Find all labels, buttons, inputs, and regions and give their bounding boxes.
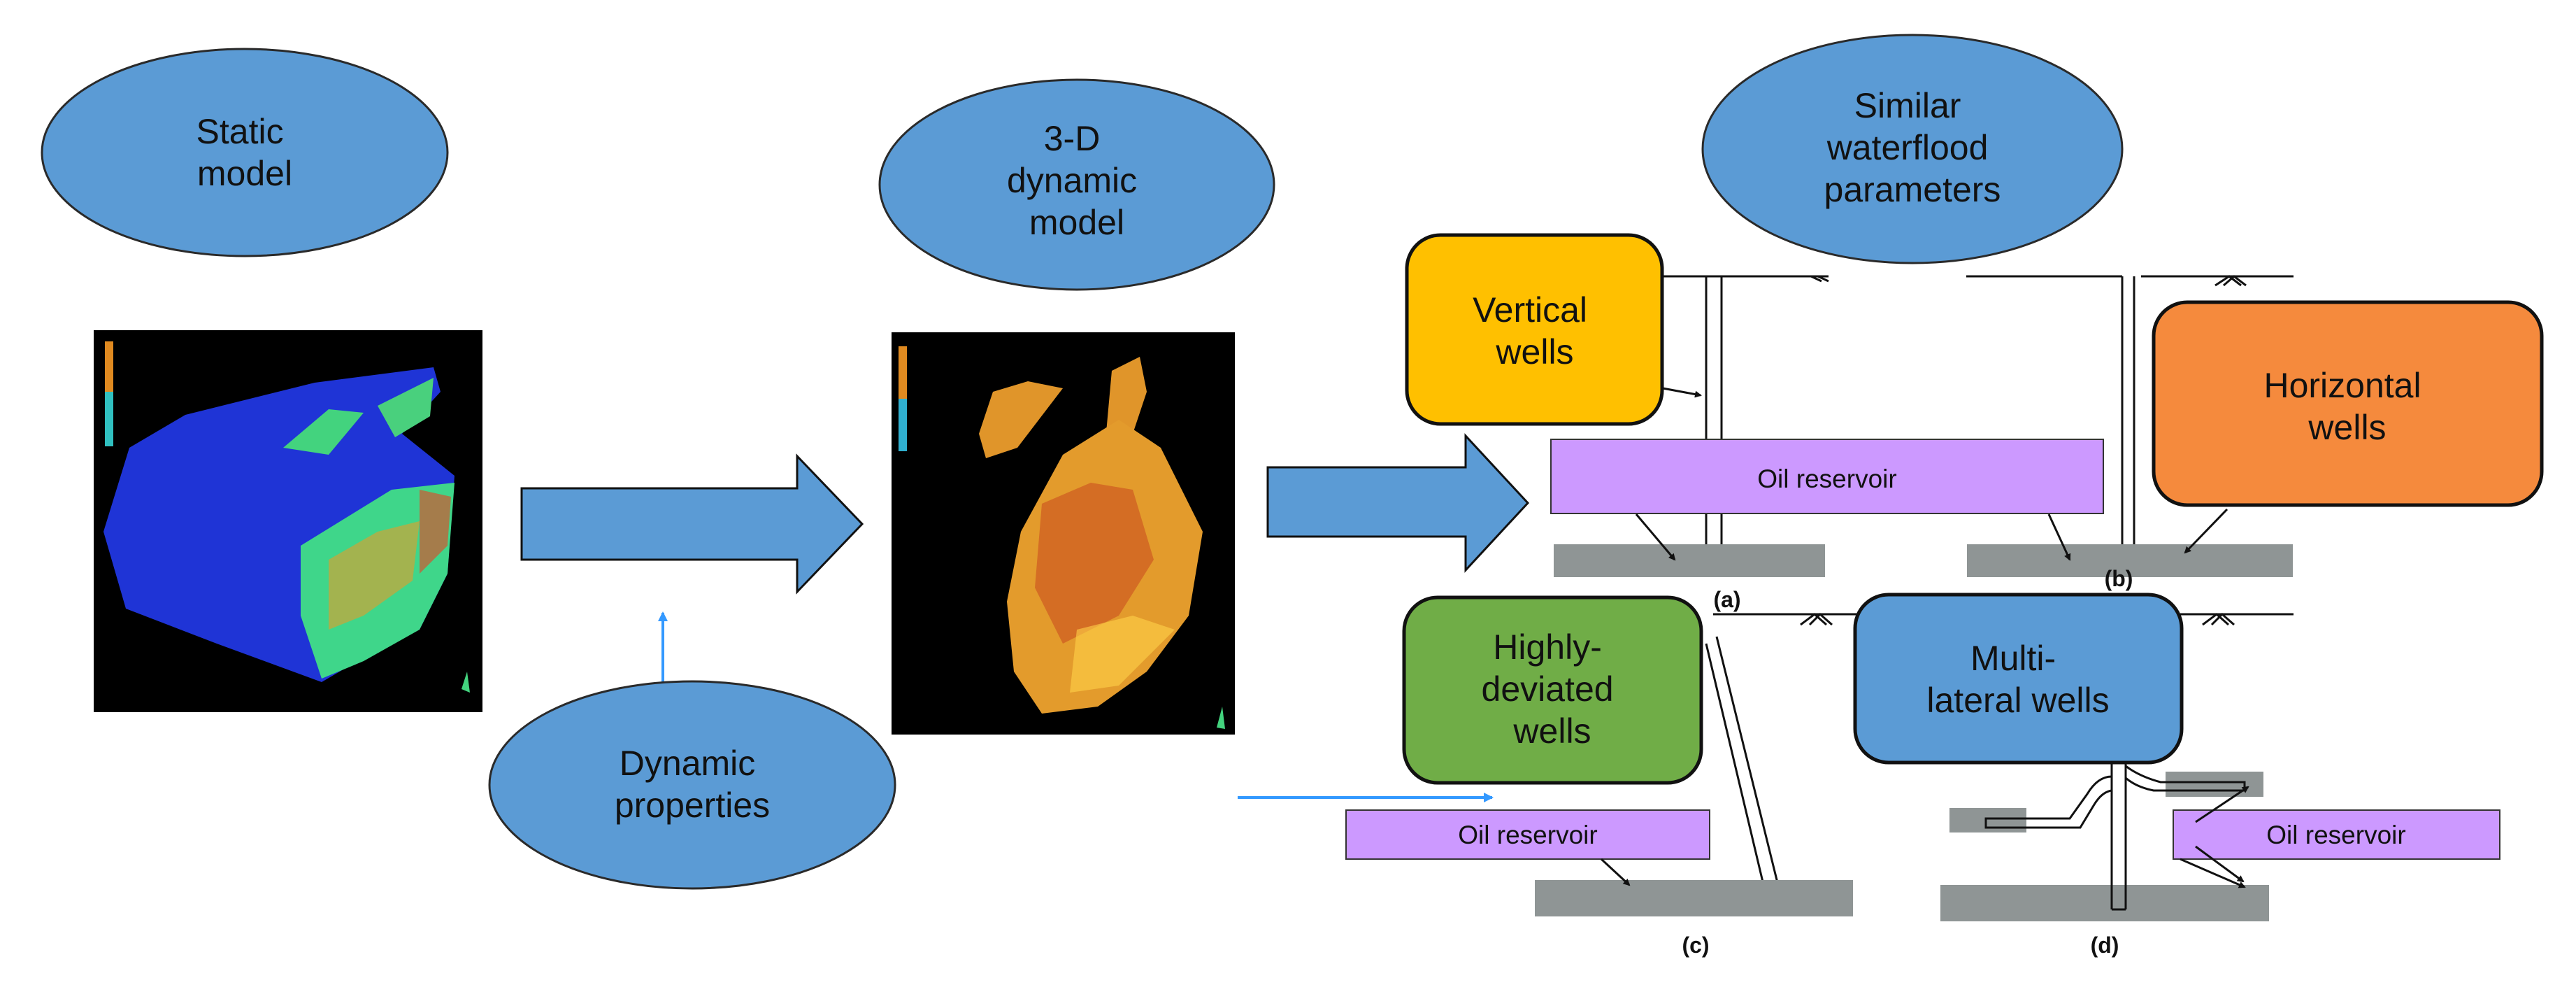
static-model-label: Static model xyxy=(196,112,294,193)
ground-lines-bottom xyxy=(1713,612,2294,626)
dynamic-model-ellipse xyxy=(878,78,1275,291)
vertical-wells-box xyxy=(1405,233,1664,426)
panel-label-a: (a) xyxy=(1713,587,1740,612)
waterflood-ellipse xyxy=(1701,34,2124,264)
dynamic-model-image xyxy=(892,332,1235,735)
callout-arrows-bottom xyxy=(1600,786,2249,888)
waterflood-label: Similar waterflood parameters xyxy=(1824,86,2001,209)
layer-a xyxy=(1554,544,1825,577)
ground-lines-top xyxy=(1663,275,2294,287)
layer-b xyxy=(1967,544,2293,577)
vertical-wells-label: Vertical wells xyxy=(1473,290,1597,371)
big-arrow-1 xyxy=(520,453,864,595)
panel-label-b: (b) xyxy=(2105,566,2133,591)
layer-d-right xyxy=(2166,772,2263,797)
oil-reservoir-c-label: Oil reservoir xyxy=(1458,821,1597,849)
oil-reservoir-c xyxy=(1345,809,1710,860)
highly-deviated-wells-label: Highly- deviated wells xyxy=(1482,628,1624,751)
static-model-ellipse xyxy=(41,48,449,257)
panel-label-d: (d) xyxy=(2091,933,2119,958)
horizontal-wells-box xyxy=(2152,300,2544,507)
horizontal-wells-label: Horizontal wells xyxy=(2263,366,2431,447)
big-arrow-2 xyxy=(1266,433,1530,573)
oil-reservoir-top xyxy=(1550,439,2104,514)
layer-d-left xyxy=(1949,808,2026,832)
layer-d xyxy=(1940,885,2269,921)
oil-reservoir-d-label: Oil reservoir xyxy=(2266,821,2405,849)
highly-deviated-wells-box xyxy=(1402,595,1703,785)
multilateral-wells-label: Multi- lateral wells xyxy=(1926,639,2109,720)
oil-reservoir-d xyxy=(2173,809,2500,860)
static-model-image xyxy=(94,330,482,712)
oil-reservoir-top-label: Oil reservoir xyxy=(1757,465,1896,493)
deviated-well-c xyxy=(1705,636,1783,904)
dynamic-properties-label: Dynamic properties xyxy=(615,744,770,825)
layer-c xyxy=(1535,880,1853,916)
panel-label-c: (c) xyxy=(1682,933,1709,958)
multilateral-wells-box xyxy=(1853,593,2184,765)
dynamic-model-label: 3-D dynamic model xyxy=(1007,119,1147,242)
dynamic-properties-ellipse xyxy=(488,680,896,890)
callout-arrows-top xyxy=(1635,387,2228,561)
vertical-well-a xyxy=(1661,276,1723,565)
